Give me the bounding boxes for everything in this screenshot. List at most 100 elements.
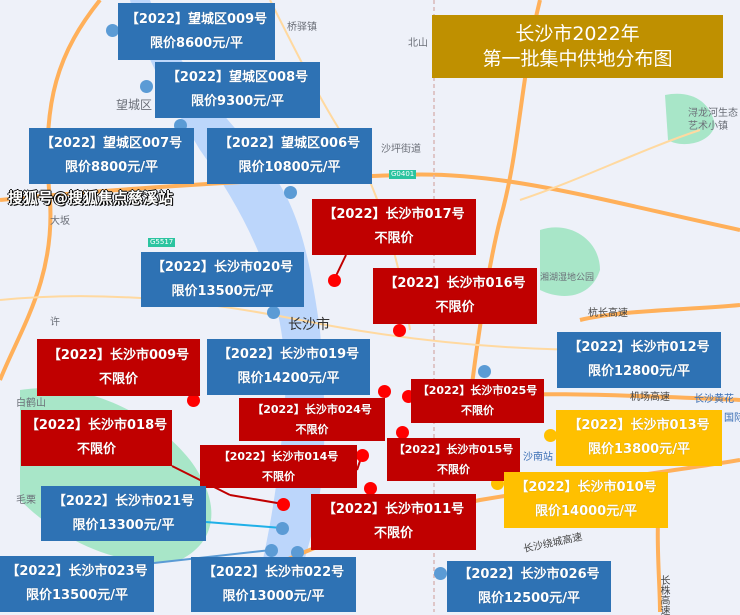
map-label: 杭长高速	[588, 308, 628, 319]
parcel-label[interactable]: 【2022】长沙市026号限价12500元/平	[447, 561, 611, 612]
parcel-name: 【2022】长沙市018号	[25, 418, 168, 433]
parcel-label[interactable]: 【2022】望城区009号限价8600元/平	[118, 3, 275, 60]
wetland-park	[540, 227, 600, 296]
parcel-location-dot[interactable]	[276, 522, 289, 535]
parcel-label[interactable]: 【2022】长沙市012号限价12800元/平	[557, 332, 721, 388]
parcel-location-dot[interactable]	[265, 544, 278, 557]
parcel-name: 【2022】长沙市025号	[417, 384, 538, 397]
parcel-price: 限价13500元/平	[26, 588, 128, 603]
map-label: 毛栗	[16, 495, 36, 506]
parcel-location-dot[interactable]	[544, 429, 557, 442]
map-label: 望城区	[116, 98, 153, 112]
parcel-location-dot[interactable]	[106, 24, 119, 37]
parcel-name: 【2022】长沙市023号	[6, 564, 148, 579]
parcel-label[interactable]: 【2022】长沙市018号不限价	[21, 410, 172, 466]
parcel-name: 【2022】长沙市021号	[52, 493, 195, 509]
xunlonghe-area	[665, 93, 715, 145]
parcel-name: 【2022】长沙市011号	[322, 502, 465, 517]
parcel-label[interactable]: 【2022】长沙市020号限价13500元/平	[141, 252, 304, 307]
parcel-price: 限价13300元/平	[72, 517, 175, 533]
map-label: 沙南站	[523, 452, 553, 463]
map-label: 长株高速	[658, 575, 669, 615]
map-label: 浔龙河生态	[688, 108, 738, 119]
parcel-location-dot[interactable]	[291, 546, 304, 559]
watermark: 搜狐号@搜狐焦点慈溪站	[8, 189, 174, 207]
parcel-name: 【2022】望城区007号	[40, 136, 183, 151]
title-line-1: 长沙市2022年	[515, 22, 640, 45]
map-label: 大坂	[50, 216, 70, 227]
parcel-price: 不限价	[98, 371, 138, 387]
parcel-price: 不限价	[76, 442, 116, 457]
parcel-name: 【2022】长沙市014号	[218, 449, 339, 463]
parcel-name: 【2022】望城区009号	[125, 11, 268, 27]
parcel-location-dot[interactable]	[378, 385, 391, 398]
highway-shield: G5517	[148, 238, 176, 247]
parcel-price: 限价9300元/平	[191, 94, 284, 109]
map-label: 北山	[408, 38, 428, 49]
parcel-label[interactable]: 【2022】长沙市015号不限价	[387, 438, 520, 481]
parcel-price: 限价13000元/平	[222, 588, 325, 604]
map-label: 白鹤山	[16, 398, 46, 409]
parcel-label[interactable]: 【2022】望城区007号限价8800元/平	[29, 128, 194, 184]
parcel-price: 限价12800元/平	[588, 364, 690, 379]
parcel-name: 【2022】长沙市017号	[323, 207, 465, 222]
parcel-price: 限价13500元/平	[171, 283, 274, 299]
parcel-name: 【2022】长沙市016号	[384, 276, 526, 291]
map-label: 桥驿镇	[287, 22, 317, 33]
map-label: 许	[50, 317, 60, 328]
parcel-name: 【2022】长沙市026号	[458, 566, 600, 582]
map-label: 长沙黄花	[694, 394, 734, 405]
parcel-location-dot[interactable]	[393, 324, 406, 337]
parcel-price: 不限价	[461, 404, 494, 417]
parcel-location-dot[interactable]	[356, 449, 369, 462]
parcel-price: 限价8600元/平	[150, 35, 243, 51]
parcel-price: 不限价	[262, 469, 295, 483]
parcel-label[interactable]: 【2022】长沙市024号不限价	[239, 398, 385, 441]
parcel-label[interactable]: 【2022】长沙市023号限价13500元/平	[0, 556, 154, 612]
parcel-location-dot[interactable]	[434, 567, 447, 580]
parcel-label[interactable]: 【2022】长沙市016号不限价	[373, 268, 537, 324]
map-label: 机场高速	[630, 392, 670, 403]
title-line-2: 第一批集中供地分布图	[482, 47, 673, 70]
map-label: 沙坪街道	[381, 144, 421, 155]
parcel-label[interactable]: 【2022】长沙市021号限价13300元/平	[41, 486, 206, 541]
map-label: 艺术小镇	[688, 121, 728, 132]
parcel-location-dot[interactable]	[328, 274, 341, 287]
parcel-name: 【2022】望城区008号	[166, 70, 309, 85]
parcel-name: 【2022】长沙市015号	[393, 442, 514, 456]
parcel-name: 【2022】长沙市019号	[217, 347, 360, 362]
parcel-label[interactable]: 【2022】长沙市017号不限价	[312, 199, 476, 255]
parcel-price: 不限价	[435, 300, 475, 315]
parcel-label[interactable]: 【2022】长沙市013号限价13800元/平	[556, 410, 722, 466]
parcel-location-dot[interactable]	[284, 186, 297, 199]
parcel-name: 【2022】长沙市022号	[202, 564, 345, 580]
parcel-label[interactable]: 【2022】长沙市019号限价14200元/平	[207, 339, 370, 395]
parcel-location-dot[interactable]	[277, 498, 290, 511]
parcel-price: 限价12500元/平	[478, 590, 580, 606]
parcel-location-dot[interactable]	[187, 394, 200, 407]
parcel-label[interactable]: 【2022】长沙市022号限价13000元/平	[191, 557, 356, 612]
map-label: 湘湖湿地公园	[540, 273, 595, 283]
parcel-location-dot[interactable]	[396, 426, 409, 439]
parcel-label[interactable]: 【2022】长沙市009号不限价	[37, 339, 200, 396]
parcel-location-dot[interactable]	[140, 80, 153, 93]
parcel-location-dot[interactable]	[364, 482, 377, 495]
parcel-price: 不限价	[373, 526, 413, 541]
parcel-label[interactable]: 【2022】望城区008号限价9300元/平	[155, 62, 320, 118]
parcel-price: 限价10800元/平	[238, 160, 341, 175]
parcel-location-dot[interactable]	[267, 306, 280, 319]
parcel-name: 【2022】长沙市020号	[151, 259, 294, 275]
parcel-label[interactable]: 【2022】长沙市011号不限价	[311, 494, 476, 550]
parcel-location-dot[interactable]	[478, 365, 491, 378]
parcel-label[interactable]: 【2022】长沙市010号限价14000元/平	[504, 472, 668, 528]
parcel-label[interactable]: 【2022】望城区006号限价10800元/平	[207, 128, 372, 184]
map-title: 长沙市2022年 第一批集中供地分布图	[432, 15, 723, 78]
parcel-name: 【2022】长沙市013号	[568, 418, 710, 433]
parcel-price: 限价8800元/平	[65, 160, 158, 175]
parcel-price: 不限价	[295, 422, 329, 436]
parcel-label[interactable]: 【2022】长沙市014号不限价	[200, 445, 357, 488]
parcel-name: 【2022】长沙市010号	[515, 480, 657, 495]
parcel-name: 【2022】长沙市012号	[568, 340, 710, 355]
parcel-price: 限价14200元/平	[237, 371, 340, 386]
parcel-label[interactable]: 【2022】长沙市025号不限价	[411, 379, 544, 423]
